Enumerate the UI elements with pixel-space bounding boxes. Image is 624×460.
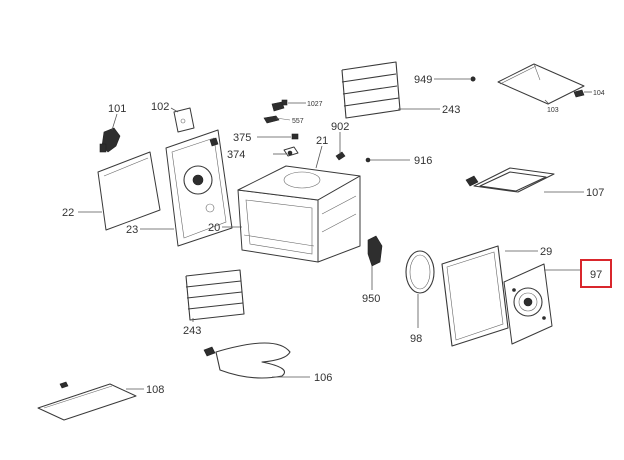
label-107: 107 [586, 187, 604, 199]
label-23: 23 [126, 224, 138, 236]
label-1027: 1027 [307, 101, 323, 108]
part-22-side-insulation [97, 151, 161, 231]
part-950-hinge [367, 235, 383, 267]
label-29: 29 [540, 246, 552, 258]
label-375: 375 [233, 132, 251, 144]
part-20-oven-cavity [237, 165, 361, 263]
part-101-bracket [99, 127, 121, 153]
label-102: 102 [151, 101, 169, 113]
part-97-fan-cover [503, 263, 553, 345]
label-950: 950 [362, 293, 380, 305]
part-243-shelf-rack-bottom [185, 269, 245, 321]
label-916: 916 [414, 155, 432, 167]
part-107-top-heating-element [465, 167, 555, 193]
label-374: 374 [227, 149, 245, 161]
part-557-sensor [263, 115, 291, 124]
part-108-bottom-plate [37, 381, 137, 421]
label-98: 98 [410, 333, 422, 345]
label-243-bottom: 243 [183, 325, 201, 337]
part-916-screw [365, 157, 371, 163]
part-949-screw [470, 76, 476, 82]
label-243-top: 243 [442, 104, 460, 116]
part-375-plug [291, 133, 299, 140]
part-23-rear-panel [165, 129, 233, 247]
label-557: 557 [292, 118, 304, 125]
label-22: 22 [62, 207, 74, 219]
label-103: 103 [547, 107, 559, 114]
part-104-connector [573, 89, 585, 98]
label-104: 104 [593, 90, 605, 97]
part-103-top-cover [497, 63, 585, 105]
highlight-box-97 [580, 259, 612, 288]
part-902-clip [335, 151, 346, 161]
part-98-fan-gasket [405, 250, 435, 294]
part-29-door-gasket [441, 245, 509, 347]
part-1027-connector [271, 99, 288, 112]
label-902: 902 [331, 121, 349, 133]
label-21: 21 [316, 135, 328, 147]
part-106-bottom-heating-element [203, 342, 291, 379]
label-20: 20 [208, 222, 220, 234]
label-949: 949 [414, 74, 432, 86]
part-243-shelf-rack-top [341, 61, 401, 119]
label-108: 108 [146, 384, 164, 396]
label-101: 101 [108, 103, 126, 115]
label-106: 106 [314, 372, 332, 384]
label-97: 97 [590, 269, 602, 281]
part-374-lamp-holder [283, 146, 299, 157]
part-102-module [173, 107, 195, 133]
